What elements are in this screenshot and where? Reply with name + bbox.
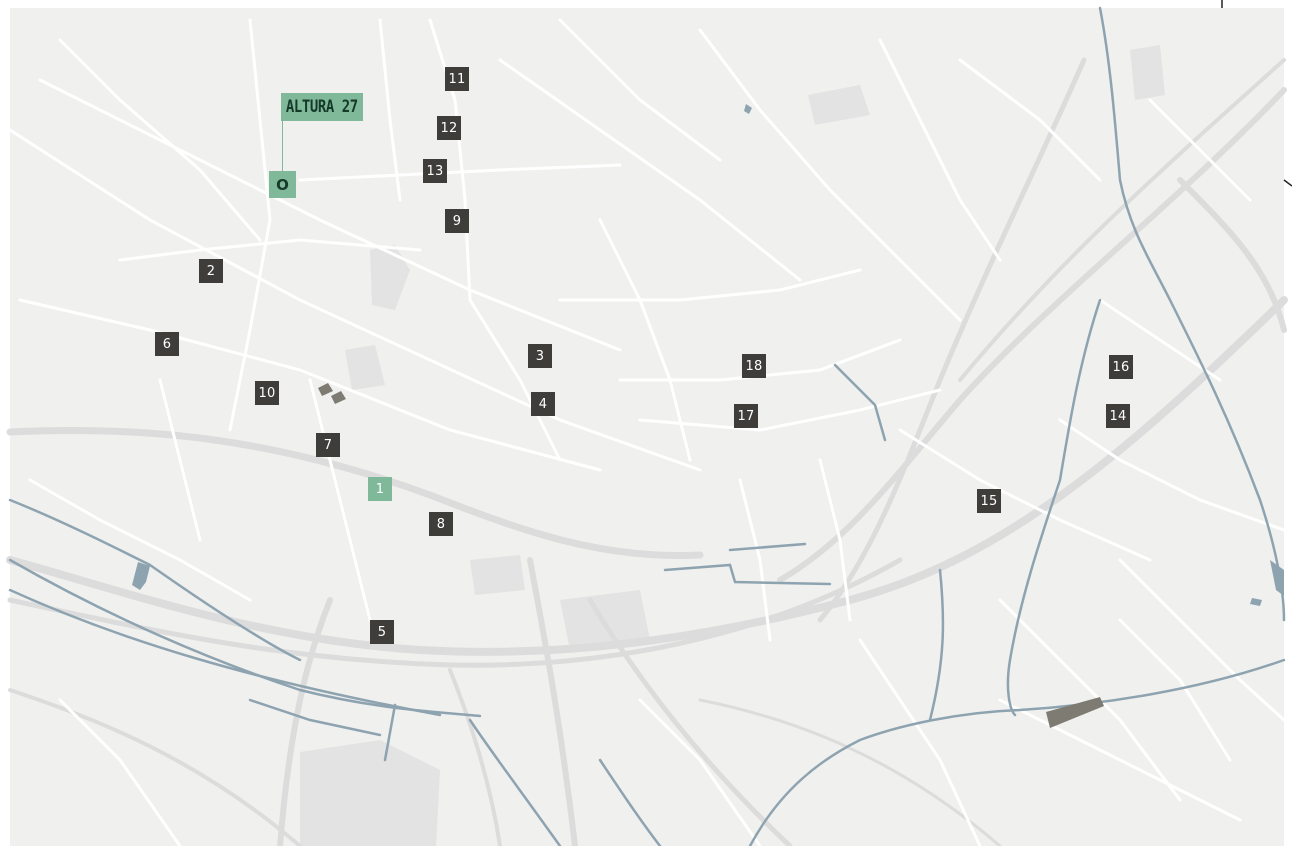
poi-marker-2[interactable]: 2 [199,259,223,283]
project-origin-pin[interactable]: O [269,171,296,198]
poi-marker-3[interactable]: 3 [528,344,552,368]
lakes [132,104,1284,606]
poi-marker-13[interactable]: 13 [423,159,447,183]
poi-marker-4[interactable]: 4 [531,392,555,416]
park-areas [318,383,1104,728]
land-area [10,8,1284,846]
callout-leader-line [282,120,283,172]
poi-marker-15[interactable]: 15 [977,489,1001,513]
poi-marker-1[interactable]: 1 [368,477,392,501]
poi-marker-9[interactable]: 9 [445,209,469,233]
frame-mark [1283,179,1292,187]
poi-marker-14[interactable]: 14 [1106,404,1130,428]
water-features [8,6,1286,846]
origin-glyph: O [276,175,289,194]
poi-marker-8[interactable]: 8 [429,512,453,536]
poi-marker-17[interactable]: 17 [734,404,758,428]
poi-marker-10[interactable]: 10 [255,381,279,405]
poi-marker-18[interactable]: 18 [742,354,766,378]
poi-marker-7[interactable]: 7 [316,433,340,457]
poi-marker-6[interactable]: 6 [155,332,179,356]
poi-marker-12[interactable]: 12 [437,116,461,140]
poi-marker-16[interactable]: 16 [1109,355,1133,379]
poi-marker-11[interactable]: 11 [445,67,469,91]
project-label[interactable]: ALTURA 27 [281,93,363,121]
poi-marker-5[interactable]: 5 [370,620,394,644]
